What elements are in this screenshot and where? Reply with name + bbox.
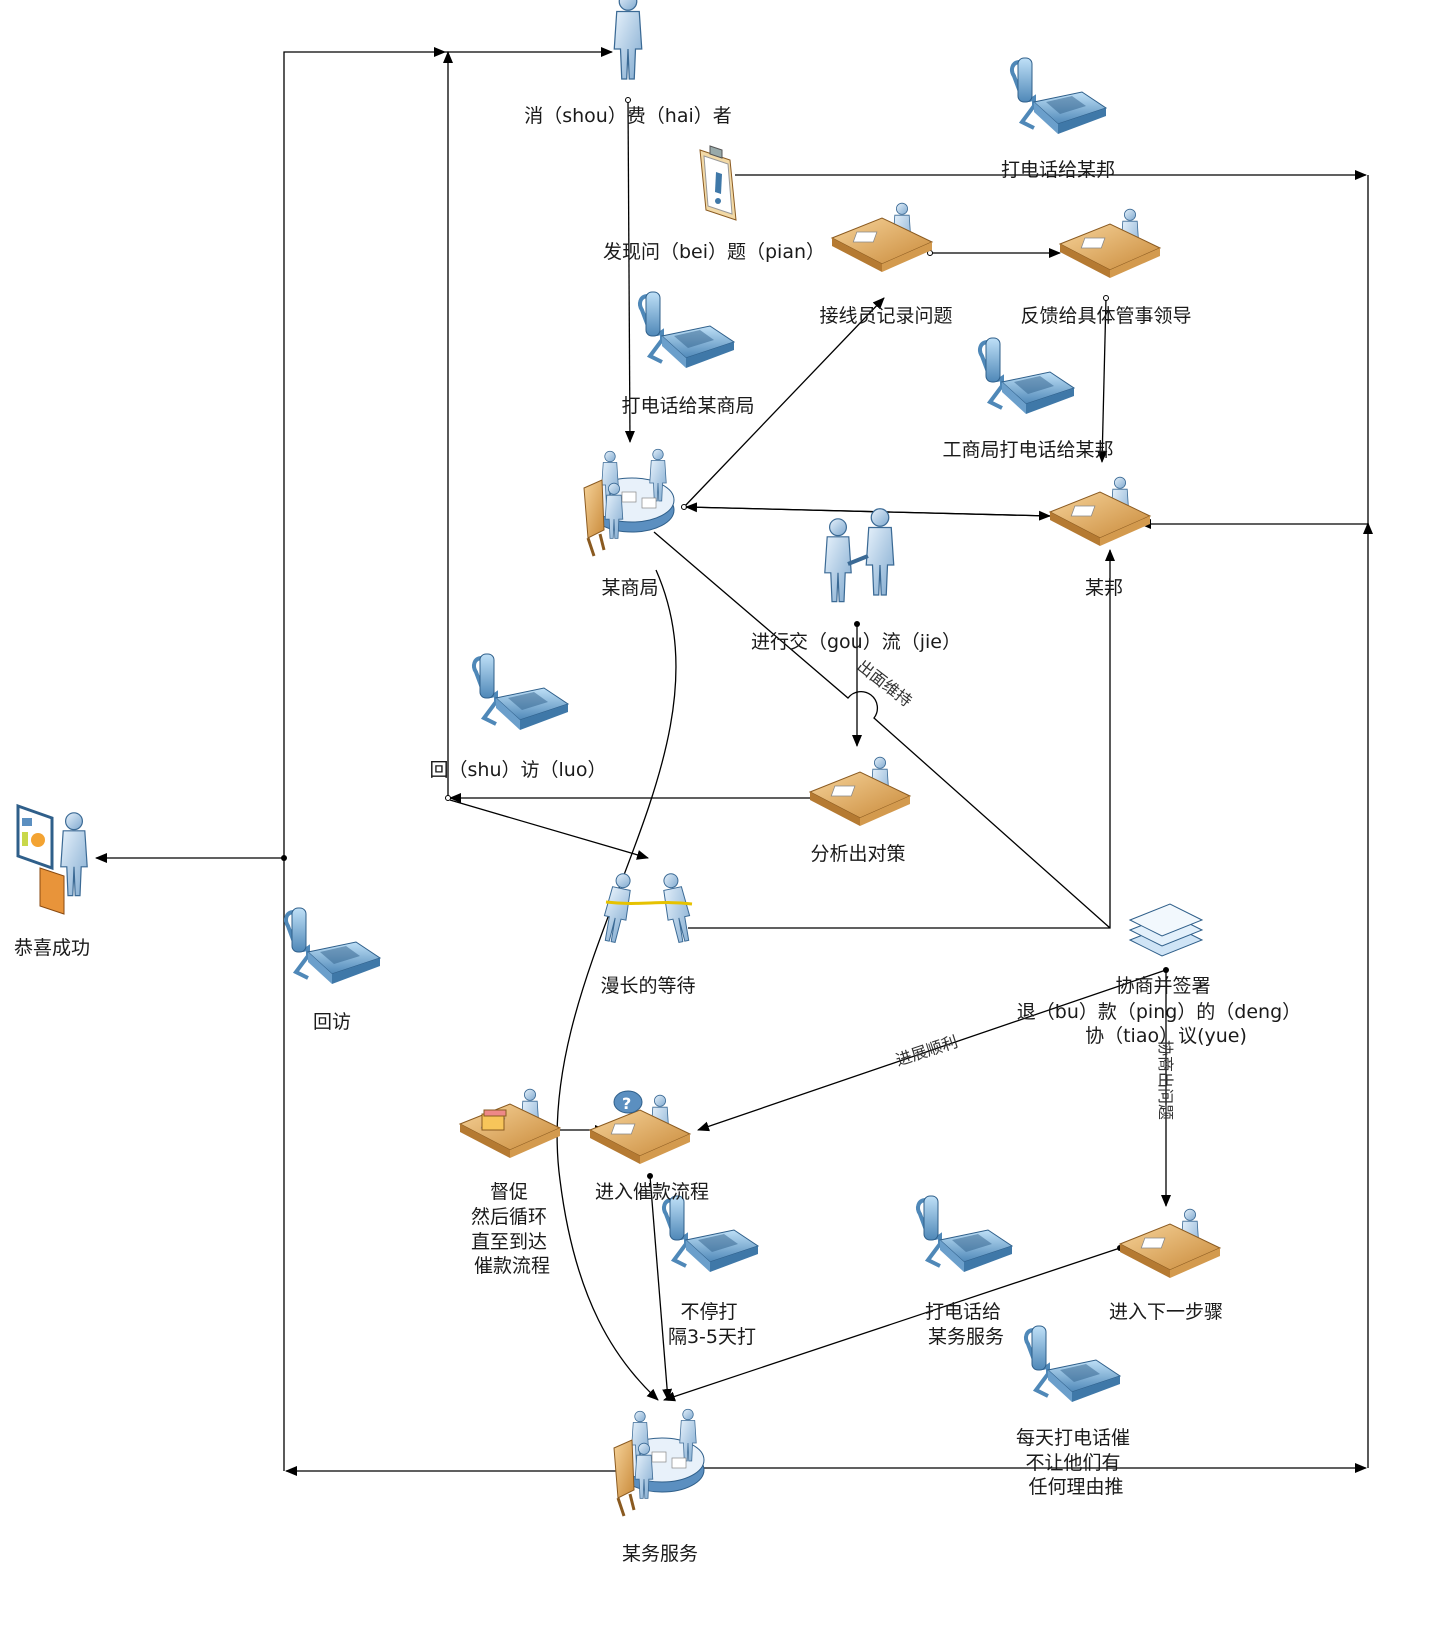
label-success: 恭喜成功 <box>14 937 90 959</box>
label-next-step: 进入下一步骤 <box>1109 1301 1223 1323</box>
label-wait: 漫长的等待 <box>600 975 695 997</box>
label-bang: 某邦 <box>1085 577 1123 599</box>
phone-icon-call-service <box>916 1194 1014 1274</box>
operator-desk-icon <box>832 203 932 272</box>
label-service: 某务服务 <box>622 1543 698 1565</box>
presenter-icon <box>16 803 88 915</box>
negotiate-to-collect-line <box>697 969 1167 1132</box>
connectors <box>95 47 1373 1476</box>
next-step-desk-icon <box>1120 1209 1220 1278</box>
feedback-desk-icon <box>1060 209 1160 278</box>
wait-to-bang-line <box>688 549 1115 929</box>
label-communicate: 进行交（gou）流（jie） <box>751 631 961 653</box>
label-consumer: 消（shou）费（hai）者 <box>524 105 732 127</box>
phone-icon-daily-call <box>1024 1324 1122 1404</box>
icb-to-negotiate-line <box>653 531 1111 929</box>
label-revisit-left: 回访 <box>313 1011 351 1033</box>
label-urge: 督促 然后循环 直至到达 催款流程 <box>471 1181 553 1277</box>
icb-meeting-icon <box>584 449 674 556</box>
label-feedback: 反馈给具体管事领导 <box>1020 305 1191 327</box>
documents-stack-icon <box>1128 903 1204 957</box>
edge-label-mediate: 出面维持 <box>854 656 916 710</box>
label-discover: 发现问（bei）题（pian） <box>603 241 825 263</box>
icb-to-operator-line <box>683 297 885 508</box>
question-bubble-icon: ? <box>613 1090 643 1114</box>
label-icb-call-bang: 工商局打电话给某邦 <box>942 439 1113 461</box>
feedback-to-bang-line <box>1097 297 1108 463</box>
tug-of-war-icon <box>598 871 696 945</box>
phone-icon-call-icb <box>638 290 736 370</box>
next-to-service-line <box>663 1247 1121 1402</box>
label-keep-call: 不停打 隔3-5天打 <box>668 1301 756 1348</box>
clipboard-icon <box>699 145 737 221</box>
node-labels: 消（shou）费（hai）者 发现问（bei）题（pian） 打电话给某商局 接… <box>14 105 1307 1565</box>
consumer-to-icb-line <box>624 99 635 443</box>
label-negotiate: 协商并签署 退（bu）款（ping）的（deng） 协（tiao）议(yue) <box>1017 975 1307 1047</box>
service-meeting-icon <box>614 1409 704 1516</box>
loop-top-line <box>283 47 446 1471</box>
phone-icon-revisit-left <box>284 906 382 986</box>
label-operator: 接线员记录问题 <box>819 305 952 327</box>
label-daily-call: 每天打电话催 不让他们有 任何理由推 <box>1016 1427 1136 1498</box>
revisit-to-wait-line <box>449 799 649 860</box>
edge-label-progress: 进展顺利 <box>893 1032 960 1070</box>
collect-to-service-line <box>649 1175 673 1401</box>
label-call-icb: 打电话给某商局 <box>621 395 754 417</box>
icb-to-service-curve <box>556 569 677 1401</box>
edge-label-fail: 协商出问题 <box>1156 1040 1175 1120</box>
label-icb: 某商局 <box>601 577 658 599</box>
phone-icon-revisit-mid <box>472 652 570 732</box>
label-revisit-mid: 回（shu）访（luo） <box>430 759 607 781</box>
bang-desk-icon <box>1050 477 1150 546</box>
phone-icon-icb-call-bang <box>978 336 1076 416</box>
handshake-icon <box>824 508 895 603</box>
phone-icon-call-bang <box>1010 56 1108 136</box>
phone-icon-keep-call <box>662 1194 760 1274</box>
urge-desk-icon <box>460 1089 560 1158</box>
label-call-service: 打电话给 某务服务 <box>925 1301 1007 1348</box>
label-analyze: 分析出对策 <box>810 843 905 865</box>
consumer-person-icon <box>613 0 643 80</box>
svg-text:?: ? <box>622 1094 631 1113</box>
file-stack-icon <box>481 1109 507 1131</box>
label-call-bang-top: 打电话给某邦 <box>1001 159 1115 181</box>
icons: ? <box>16 0 1220 1516</box>
icb-to-bang-line <box>685 506 1051 521</box>
analyze-desk-icon <box>810 757 910 826</box>
label-collect: 进入催款流程 <box>595 1181 709 1203</box>
